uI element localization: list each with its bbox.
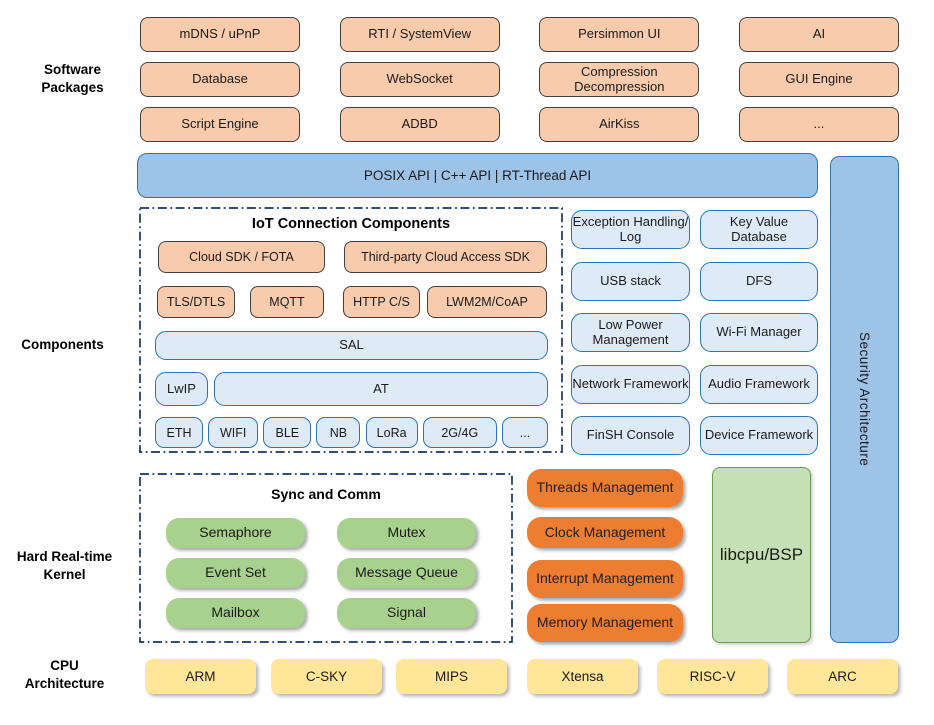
label-software-packages: Software Packages (41, 62, 104, 95)
comp-finsh-console: FinSH Console (571, 416, 690, 455)
iot-link-nb: NB (316, 417, 361, 448)
pkg-script-engine: Script Engine (140, 107, 300, 142)
comp-low-power: Low Power Management (571, 313, 690, 352)
kernel-mutex: Mutex (337, 518, 476, 548)
kernel-signal: Signal (337, 598, 476, 628)
pkg-websocket: WebSocket (339, 62, 500, 97)
api-bar: POSIX API | C++ API | RT-Thread API (137, 153, 818, 198)
kernel-threads-management: Threads Management (527, 469, 683, 507)
iot-lwip: LwIP (155, 372, 208, 406)
iot-thirdparty-cloud-sdk: Third-party Cloud Access SDK (344, 241, 547, 273)
comp-key-value-db: Key Value Database (700, 210, 818, 249)
comp-device-framework: Device Framework (700, 416, 818, 455)
pkg-adbd: ADBD (339, 107, 500, 142)
pkg-persimmon-ui: Persimmon UI (539, 17, 700, 52)
pkg-more: ... (738, 107, 899, 142)
comp-wifi-manager: Wi-Fi Manager (700, 313, 818, 352)
kernel-interrupt-management: Interrupt Management (527, 560, 683, 598)
comp-audio-framework: Audio Framework (700, 365, 818, 404)
pkg-gui-engine: GUI Engine (738, 62, 899, 97)
iot-at-layer: AT (214, 372, 548, 406)
iot-link-more: ... (501, 417, 548, 448)
kernel-event-set: Event Set (166, 558, 305, 588)
kernel-message-queue: Message Queue (337, 558, 476, 588)
pkg-database: Database (140, 62, 300, 97)
iot-link-lora: LoRa (365, 417, 418, 448)
label-kernel: Hard Real-time Kernel (16, 549, 113, 582)
cpu-c-sky: C-SKY (271, 659, 382, 694)
iot-http-cs: HTTP C/S (343, 286, 420, 318)
iot-link-row: ETH WIFI BLE NB LoRa 2G/4G ... (155, 417, 548, 448)
pkg-mdns-upnp: mDNS / uPnP (140, 17, 300, 52)
libcpu-bsp-box: libcpu/BSP (712, 467, 811, 643)
pkg-rti-systemview: RTI / SystemView (339, 17, 500, 52)
pkg-compression: Compression Decompression (539, 62, 700, 97)
iot-mqtt: MQTT (250, 286, 324, 318)
iot-tls-dtls: TLS/DTLS (157, 286, 235, 318)
iot-link-ble: BLE (263, 417, 312, 448)
kernel-clock-management: Clock Management (527, 517, 683, 548)
cpu-xtensa: Xtensa (527, 659, 638, 694)
pkg-ai: AI (738, 17, 899, 52)
kernel-memory-management: Memory Management (527, 604, 683, 642)
iot-sal-layer: SAL (155, 331, 548, 360)
security-architecture-bar: Security Architecture (830, 156, 899, 643)
iot-cloud-sdk-fota: Cloud SDK / FOTA (158, 241, 325, 273)
cpu-arm: ARM (145, 659, 256, 694)
pkg-airkiss: AirKiss (539, 107, 700, 142)
cpu-mips: MIPS (396, 659, 507, 694)
kernel-semaphore: Semaphore (166, 518, 305, 548)
label-components: Components (21, 337, 104, 352)
iot-link-2g4g: 2G/4G (422, 417, 497, 448)
comp-exception-log: Exception Handling/ Log (571, 210, 690, 249)
iot-lwm2m-coap: LWM2M/CoAP (427, 286, 547, 318)
software-packages-grid: mDNS / uPnP RTI / SystemView Persimmon U… (140, 17, 899, 142)
cpu-risc-v: RISC-V (657, 659, 768, 694)
iot-link-eth: ETH (155, 417, 203, 448)
kernel-dashed-border (139, 473, 513, 643)
iot-link-wifi: WIFI (208, 417, 259, 448)
iot-title: IoT Connection Components (251, 216, 451, 232)
label-cpu-architecture: CPU Architecture (24, 658, 105, 691)
comp-dfs: DFS (700, 262, 818, 301)
cpu-arc: ARC (787, 659, 898, 694)
iot-dashed-border (139, 207, 563, 453)
comp-usb-stack: USB stack (571, 262, 690, 301)
kernel-mailbox: Mailbox (166, 598, 305, 628)
kernel-title: Sync and Comm (271, 486, 381, 502)
comp-network-framework: Network Framework (571, 365, 690, 404)
